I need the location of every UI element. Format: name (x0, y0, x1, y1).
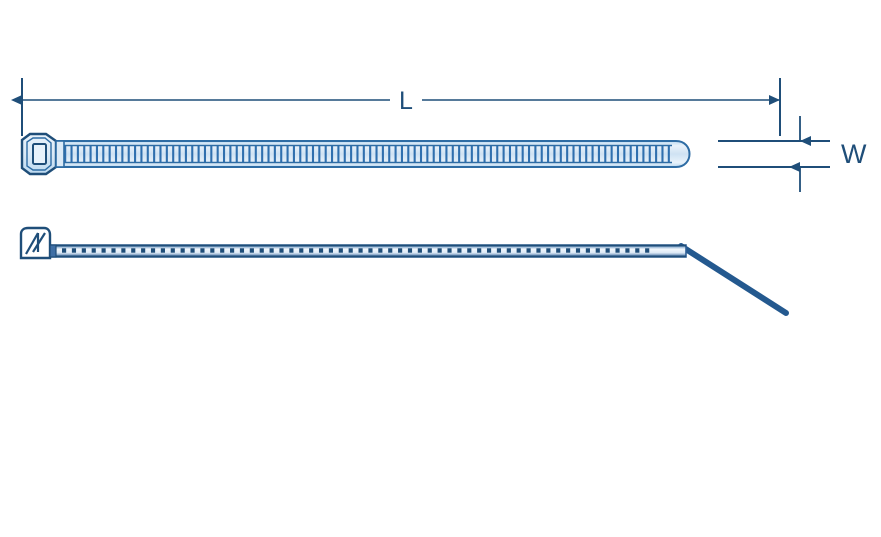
side-tooth-mark (368, 248, 373, 253)
side-tooth-mark (575, 248, 581, 253)
side-tooth-mark (496, 248, 502, 253)
side-tooth-mark (348, 248, 353, 253)
length-dimension-label: L (399, 87, 413, 115)
side-tooth-mark (506, 248, 511, 253)
top-view-ratchet-teeth (64, 146, 670, 162)
top-view-head-strap-junction (55, 140, 65, 168)
side-tooth-mark (170, 248, 175, 253)
side-tooth-mark (378, 248, 383, 253)
side-tooth-mark (595, 248, 600, 253)
side-tooth-mark (131, 248, 136, 253)
side-tooth-mark (358, 248, 363, 253)
side-tooth-mark (220, 248, 225, 253)
side-tooth-mark (427, 248, 432, 253)
width-dimension-group: W (718, 116, 867, 192)
top-view-head-slot (32, 143, 47, 165)
side-tooth-mark (62, 248, 67, 253)
side-tooth-mark (309, 248, 314, 253)
width-dimension-label: W (841, 139, 867, 169)
side-tooth-mark (180, 248, 185, 253)
side-view-head-detail-diagonal-1 (25, 232, 39, 255)
side-tooth-mark (318, 248, 324, 253)
side-tooth-mark (239, 248, 245, 253)
side-tooth-mark (230, 248, 235, 253)
side-tooth-mark (546, 248, 551, 253)
side-tooth-mark (279, 248, 284, 253)
side-tooth-mark (71, 248, 77, 253)
side-tooth-mark (447, 248, 452, 253)
side-tooth-mark (249, 248, 254, 253)
side-tooth-mark (605, 248, 610, 253)
side-tooth-mark (536, 248, 541, 253)
top-view-head-inner-bezel (26, 137, 52, 171)
side-view-tooth-marks (62, 248, 650, 253)
side-tooth-mark (121, 248, 126, 253)
side-tooth-mark (516, 248, 521, 253)
side-tooth-mark (141, 248, 146, 253)
cable-tie-side-view (19, 226, 789, 316)
side-tooth-mark (150, 248, 156, 253)
side-tooth-mark (111, 248, 116, 253)
side-tooth-mark (566, 248, 571, 253)
side-tooth-mark (615, 248, 620, 253)
side-tooth-mark (457, 248, 462, 253)
side-view-head-detail-diagonal-3 (32, 232, 46, 253)
side-tooth-mark (328, 248, 333, 253)
side-tooth-mark (91, 248, 96, 253)
side-tooth-mark (160, 248, 165, 253)
side-tooth-mark (437, 248, 442, 253)
side-tooth-mark (210, 248, 215, 253)
side-view-head-junction (49, 244, 57, 258)
side-tooth-mark (625, 248, 630, 253)
side-tooth-mark (635, 248, 640, 253)
side-tooth-mark (526, 248, 531, 253)
side-tooth-mark (101, 248, 106, 253)
side-tooth-mark (289, 248, 294, 253)
side-tooth-mark (407, 248, 413, 253)
side-tooth-mark (299, 248, 304, 253)
side-tooth-mark (556, 248, 561, 253)
side-tooth-mark (585, 248, 590, 253)
side-view-bent-tail (678, 243, 789, 316)
side-tooth-mark (269, 248, 274, 253)
side-tooth-mark (467, 248, 472, 253)
side-tooth-mark (81, 248, 86, 253)
side-tooth-mark (398, 248, 403, 253)
side-tooth-mark (417, 248, 422, 253)
side-tooth-mark (486, 248, 492, 253)
side-tooth-mark (200, 248, 205, 253)
cable-tie-top-view (20, 132, 691, 176)
side-tooth-mark (259, 248, 264, 253)
side-tooth-mark (190, 248, 195, 253)
length-dimension-group: L (11, 78, 781, 136)
side-tooth-mark (338, 248, 343, 253)
side-tooth-mark (388, 248, 393, 253)
side-tooth-mark (477, 248, 482, 253)
side-tooth-mark (645, 248, 650, 253)
